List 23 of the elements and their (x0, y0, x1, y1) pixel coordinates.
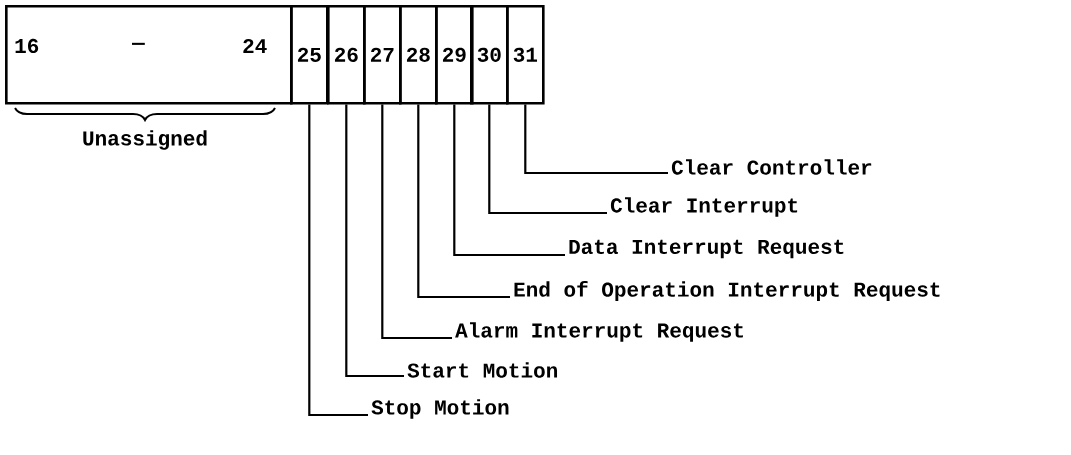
bit-cell: 27 (363, 5, 402, 105)
leader-line (453, 104, 565, 257)
signal-label: End of Operation Interrupt Request (514, 281, 940, 301)
bit-cell: 25 (290, 5, 329, 105)
bit-cell: 26 (327, 5, 366, 105)
register-field: 16 — 24 (5, 5, 293, 105)
leader-line (524, 104, 668, 175)
signal-label: Start Motion (407, 362, 558, 378)
signal-label: Alarm Interrupt Request (455, 322, 743, 342)
signal-label: Data Interrupt Request (569, 239, 844, 259)
signal-label: Clear Interrupt (610, 197, 798, 217)
leader-line (345, 104, 404, 378)
bit-cell: 29 (435, 5, 474, 105)
bit-cell: 31 (506, 5, 545, 105)
bit-cell: 30 (470, 5, 509, 105)
leader-line (488, 104, 607, 215)
field-label: Unassigned (83, 130, 207, 150)
leader-line (308, 104, 368, 417)
bit-cell: 28 (399, 5, 438, 105)
leader-line (381, 104, 452, 340)
leader-line (417, 104, 510, 299)
signal-label: Stop Motion (371, 399, 509, 419)
signal-label: Clear Controller (671, 159, 872, 175)
